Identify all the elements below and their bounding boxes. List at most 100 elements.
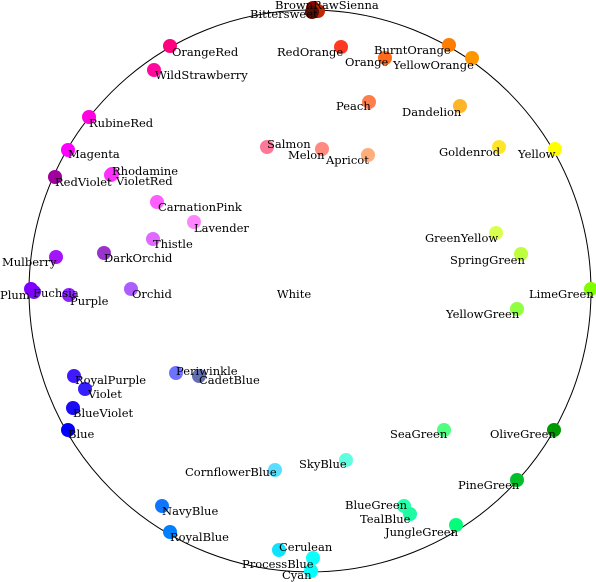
color-dot-yellowgreen [510,302,524,316]
color-dot-processblue [306,551,320,565]
color-label-cornflowerblue: CornflowerBlue [185,465,277,479]
color-dot-rubinered [82,110,96,124]
color-dot-navyblue [155,499,169,513]
color-dot-mahogany [305,5,319,19]
color-label-bittersweet: Bittersweet [250,7,318,21]
color-label-processblue: ProcessBlue [242,557,314,571]
color-dot-darkorchid [97,246,111,260]
color-label-violet: Violet [87,387,122,401]
color-dot-junglegreen [449,518,463,532]
color-label-brownrawsienna: BrownRawSienna [275,0,379,12]
color-dot-olivegreen [547,423,561,437]
color-dot-orchid [124,282,138,296]
center-label: White [277,287,312,301]
color-label-plum: Plum [0,288,30,302]
color-dot-magenta [61,143,75,157]
color-dot-greenyellow [489,226,503,240]
color-label-carnationpink: CarnationPink [158,200,243,214]
color-label-olivegreen: OliveGreen [490,427,556,441]
color-dot-orangered [163,39,177,53]
color-dot-periwinkle [169,366,183,380]
color-dot-cornflowerblue [268,463,282,477]
color-dot-carnationpink [150,195,164,209]
color-dot-blue [61,423,75,437]
color-dot-yelloworange [465,51,479,65]
color-dot-royalpurple [67,369,81,383]
color-dot-peach [362,95,376,109]
color-label-salmon: Salmon [267,137,311,151]
color-dot-limegreen [584,282,596,296]
color-label-wildstrawberry: WildStrawberry [155,68,248,82]
color-dot-royalblue [163,525,177,539]
color-label-junglegreen: JungleGreen [384,525,459,539]
color-label-redorange: RedOrange [277,45,343,59]
color-label-skyblue: SkyBlue [299,457,347,471]
color-label-apricot: Apricot [325,153,369,167]
color-dot-lavender [187,215,201,229]
color-label-tealblue: TealBlue [360,512,411,526]
color-dot-blueviolet [66,401,80,415]
color-dot-redviolet [48,170,62,184]
color-label-cerulean: Cerulean [279,540,333,554]
color-dot-springgreen [514,247,528,261]
color-label-peach: Peach [336,99,371,113]
color-dot-plum [24,282,38,296]
color-label-goldenrod: Goldenrod [439,145,501,159]
color-dot-dandelion [453,99,467,113]
color-label-magenta: Magenta [68,147,120,161]
color-dot-salmon [260,140,274,154]
color-dot-melon [315,142,329,156]
color-label-orchid: Orchid [132,287,172,301]
color-label-yellow: Yellow [517,147,556,161]
color-dot-seagreen [437,423,451,437]
color-label-lavender: Lavender [194,221,249,235]
color-label-blue: Blue [68,427,95,441]
color-label-melon: Melon [288,148,325,162]
color-dot-thistle [146,232,160,246]
color-label-mulberry: Mulberry [2,255,57,269]
color-label-blueviolet: BlueViolet [73,406,134,420]
color-label-bluegreen: BlueGreen [345,498,408,512]
color-dot-violetred [104,168,118,182]
color-dots [24,1,596,578]
color-label-purple: Purple [70,294,109,308]
color-label-dandelion: Dandelion [402,105,462,119]
color-label-fuchsia: Fuchsia [33,286,79,300]
color-dot-skyblue [339,453,353,467]
color-label-thistle: Thistle [153,237,193,251]
color-label-navyblue: NavyBlue [162,504,218,518]
color-label-seagreen: SeaGreen [390,427,448,441]
color-label-cyan: Cyan [282,568,312,582]
color-dot-pinegreen [510,473,524,487]
color-dot-yellow [548,142,562,156]
color-label-burntorange: BurntOrange [374,43,451,57]
color-dot-orange [378,51,392,65]
color-label-orangered: OrangeRed [172,45,239,59]
color-label-greenyellow: GreenYellow [425,231,498,245]
color-label-rubinered: RubineRed [89,116,154,130]
color-label-yelloworange: YellowOrange [392,58,474,72]
color-label-redviolet: RedViolet [55,175,112,189]
color-dot-wildstrawberry [147,63,161,77]
color-label-cadetblue: CadetBlue [199,373,260,387]
color-label-violetred: VioletRed [115,174,173,188]
color-dot-mulberry [49,250,63,264]
color-label-limegreen: LimeGreen [529,287,594,301]
color-label-darkorchid: DarkOrchid [104,251,173,265]
color-dot-cyan [304,564,318,578]
color-dot-goldenrod [492,140,506,154]
color-dot-violet [78,382,92,396]
color-label-pinegreen: PineGreen [458,478,520,492]
color-label-orange: Orange [345,55,389,69]
color-label-yellowgreen: YellowGreen [445,307,520,321]
color-dot-cerulean [272,543,286,557]
color-dot-apricot [361,148,375,162]
color-label-royalblue: RoyalBlue [170,530,229,544]
color-dot-redorange [334,40,348,54]
color-dot-tealblue [403,507,417,521]
color-dot-burntorange [442,38,456,52]
color-label-periwinkle: Periwinkle [176,364,238,378]
